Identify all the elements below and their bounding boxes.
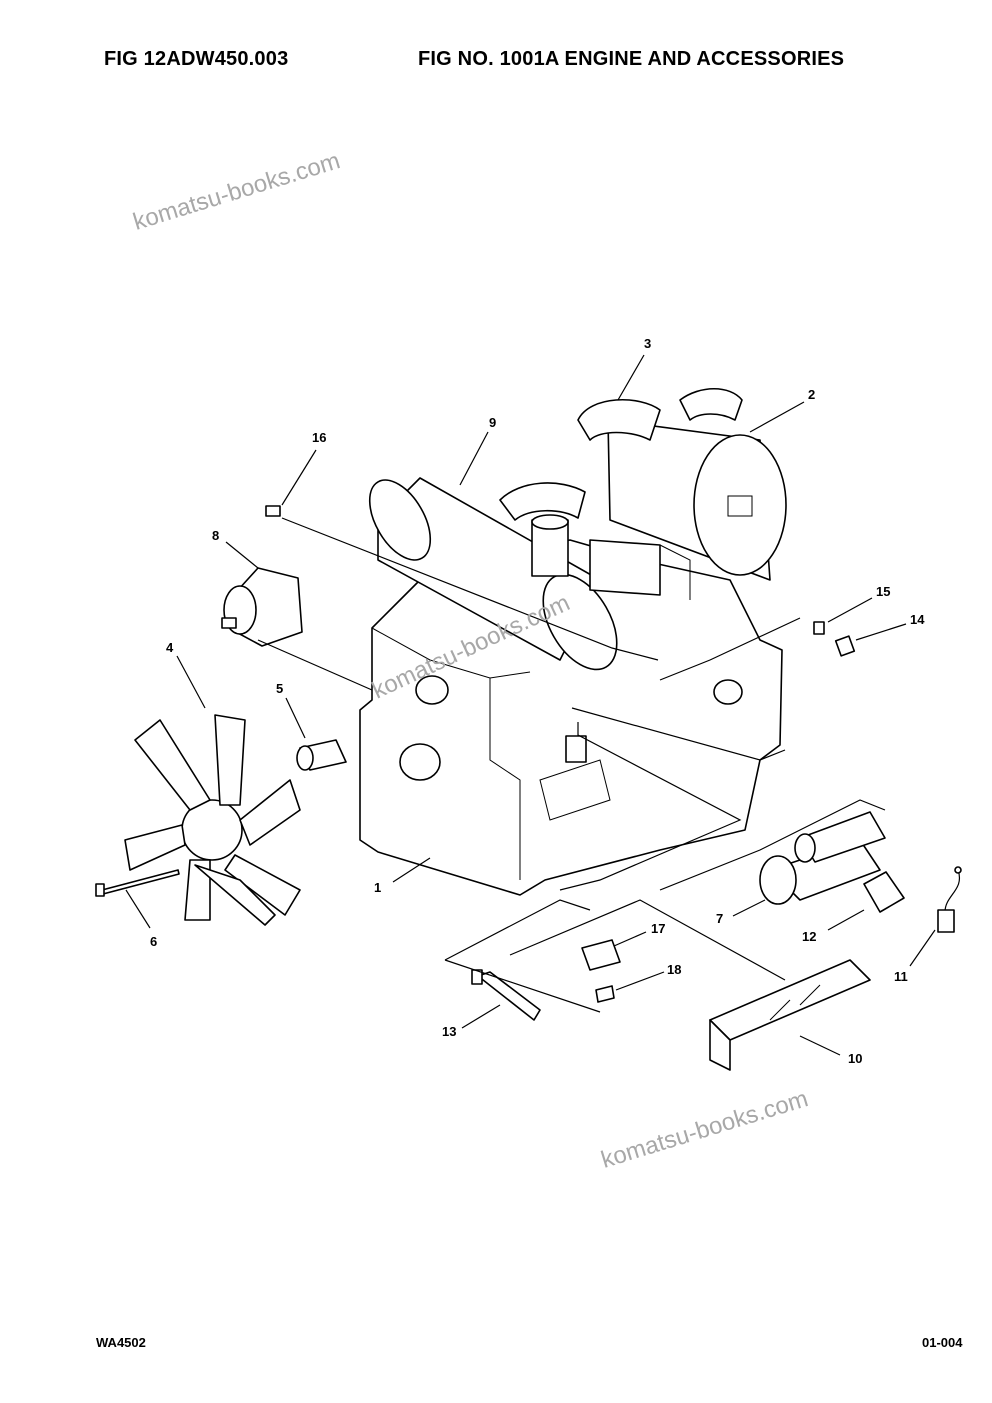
fan-spacer-part: [296, 739, 347, 771]
callout-4: 4: [166, 640, 174, 655]
figure-code: FIG 12ADW450.003: [104, 48, 289, 70]
callout-16: 16: [312, 430, 326, 445]
callout-11: 11: [894, 969, 908, 984]
callout-17: 17: [651, 921, 665, 936]
callout-9: 9: [489, 415, 496, 430]
callout-12: 12: [802, 929, 816, 944]
callout-13: 13: [442, 1024, 456, 1039]
clip-part: [595, 985, 615, 1003]
muffler-part: [368, 477, 618, 671]
callout-1: 1: [374, 880, 381, 895]
figure-title: FIG NO. 1001A ENGINE AND ACCESSORIES: [418, 48, 845, 70]
callout-10: 10: [848, 1051, 862, 1066]
callout-8: 8: [212, 528, 219, 543]
leader-lines: [125, 354, 936, 1056]
sensor-part: [471, 969, 541, 1021]
fan-part: [124, 714, 301, 926]
bolt-part: [95, 869, 180, 897]
starter-motor-part: [759, 811, 886, 905]
callout-2: 2: [808, 387, 815, 402]
mounting-bracket-part: [709, 959, 871, 1071]
pressure-switch-part: [834, 635, 856, 657]
callout-18: 18: [667, 962, 681, 977]
air-cleaner-part: [577, 388, 787, 600]
connector-part: [581, 939, 621, 971]
callout-14: 14: [910, 612, 925, 627]
callout-5: 5: [276, 681, 283, 696]
alternator-part: [221, 567, 303, 647]
relay-bracket-part: [863, 871, 905, 913]
callout-7: 7: [716, 911, 723, 926]
plug-fitting-part: [265, 505, 281, 517]
page-number: 01-004: [922, 1335, 963, 1350]
callout-15: 15: [876, 584, 890, 599]
document-code: WA4502: [96, 1335, 146, 1350]
callout-6: 6: [150, 934, 157, 949]
adapter-fitting-part: [813, 621, 825, 635]
callout-3: 3: [644, 336, 651, 351]
harness-routing-lines: [257, 517, 886, 1013]
wiring-harness-part: [937, 866, 962, 933]
